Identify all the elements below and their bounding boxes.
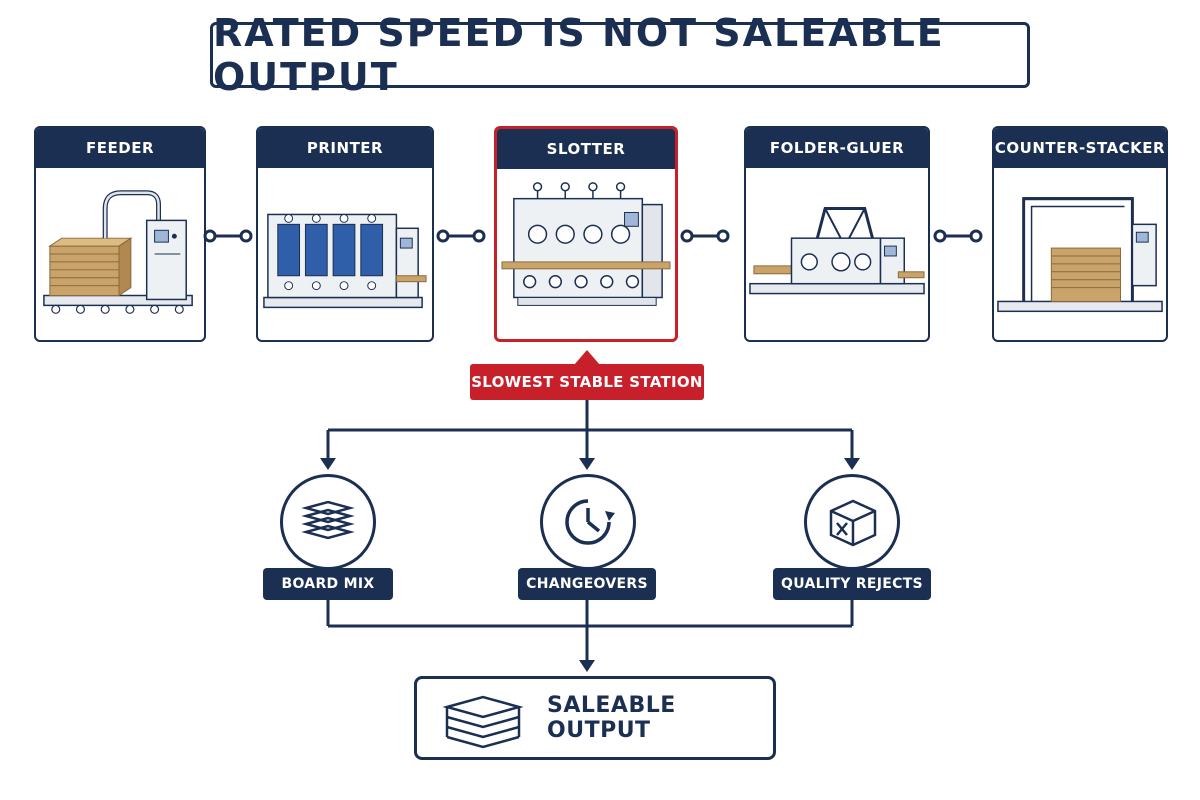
folder-gluer-machine-icon [746,168,928,340]
saleable-output-label: SALEABLE OUTPUT [547,693,676,743]
factor-label-quality-rejects: QUALITY REJECTS [773,568,931,600]
saleable-output-box: SALEABLE OUTPUT [414,676,776,760]
station-printer: PRINTER [256,126,434,342]
board-stack-icon [442,695,524,749]
station-label: PRINTER [258,128,432,168]
station-label: COUNTER-STACKER [994,128,1166,168]
chain-link-icon [436,229,486,243]
station-counter-stacker: COUNTER-STACKER [992,126,1168,342]
callout-pointer [574,350,600,365]
chain-link-icon [933,229,983,243]
rejected-box-icon [804,474,900,570]
clock-cycle-icon [540,474,636,570]
factor-label-changeovers: CHANGEOVERS [518,568,656,600]
board-mix-icon [280,474,376,570]
station-label: SLOTTER [497,129,675,169]
chain-link-icon [203,229,253,243]
station-label: FOLDER-GLUER [746,128,928,168]
bottleneck-callout: SLOWEST STABLE STATION [470,364,704,400]
slotter-machine-icon [497,169,675,339]
feeder-machine-icon [36,168,204,340]
page-title: RATED SPEED IS NOT SALEABLE OUTPUT [210,11,1030,99]
counter-stacker-machine-icon [994,168,1166,340]
chain-link-icon [680,229,730,243]
factor-label-board-mix: BOARD MIX [263,568,393,600]
station-slotter: SLOTTER [494,126,678,342]
printer-machine-icon [258,168,432,340]
station-label: FEEDER [36,128,204,168]
station-feeder: FEEDER [34,126,206,342]
station-folder-gluer: FOLDER-GLUER [744,126,930,342]
